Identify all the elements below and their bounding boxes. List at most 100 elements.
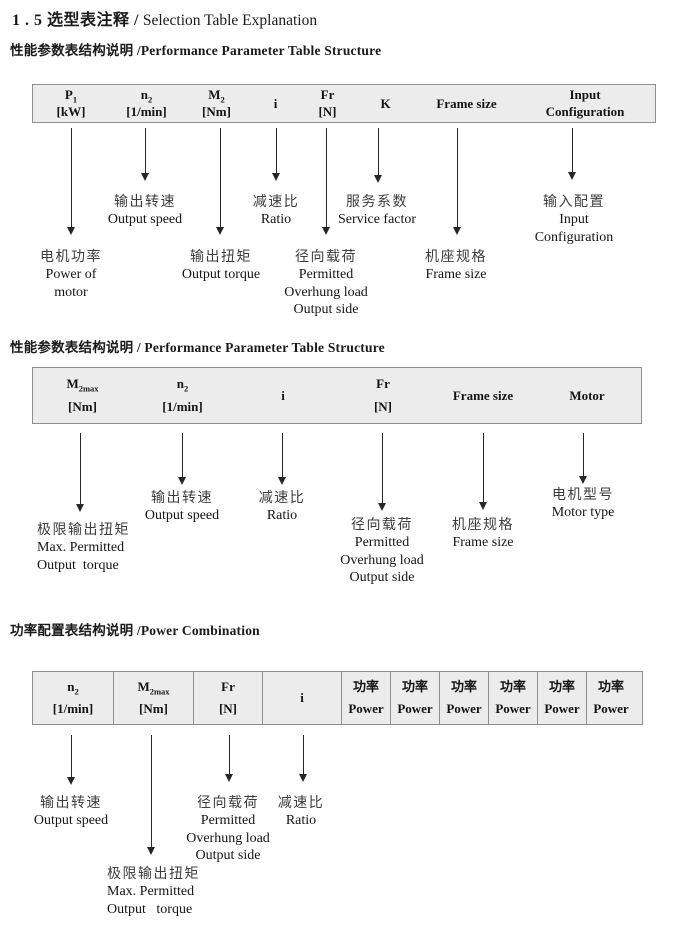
callout-en-line: Ratio bbox=[266, 508, 298, 523]
callout-zh: 减速比 bbox=[277, 796, 325, 811]
s3-callout-ratio: 减速比 Ratio bbox=[241, 795, 361, 830]
s3-callout-output-speed: 输出转速 Output speed bbox=[11, 795, 131, 830]
callout-en-line: Overhung load bbox=[284, 284, 368, 300]
callout-zh: 电机功率 bbox=[40, 250, 102, 265]
s3-col-power-3: 功率 Power bbox=[439, 672, 488, 724]
arrow-head-icon bbox=[67, 777, 75, 785]
s1-callout-service-factor: 服务系数 Service factor bbox=[317, 194, 437, 229]
s3-col-power-zh: 功率 bbox=[352, 679, 379, 694]
callout-zh: 径向载荷 bbox=[197, 796, 259, 811]
s1-callout-power-of-motor: 电机功率 Power of motor bbox=[11, 249, 131, 301]
s3-callout-overhung-load: 径向载荷 Permitted Overhung load Output side bbox=[168, 795, 288, 865]
callout-en-line: Frame size bbox=[425, 267, 487, 282]
s1-col-fr-symbol: Fr bbox=[320, 87, 335, 102]
s1-col-m2: M2 [Nm] bbox=[184, 85, 249, 122]
s3-col-i: i bbox=[262, 672, 341, 724]
s3-col-n2-symbol: n2 bbox=[67, 679, 79, 697]
s1-col-input-config-unit: Configuration bbox=[545, 104, 625, 119]
arrow-shaft bbox=[228, 735, 230, 776]
s2-col-motor: Motor bbox=[533, 368, 641, 423]
s1-col-i-symbol: i bbox=[273, 95, 278, 111]
s1-col-m2-unit: [Nm] bbox=[202, 104, 231, 119]
section2-heading: 性能参数表结构说明 / Performance Parameter Table … bbox=[10, 340, 385, 355]
s2-col-fr: Fr [N] bbox=[333, 368, 433, 423]
s3-col-power-en: Power bbox=[544, 701, 580, 716]
callout-en-line: Motor type bbox=[551, 505, 615, 520]
callout-en-line: Frame size bbox=[452, 535, 514, 550]
s2-col-m2max-unit: [Nm] bbox=[68, 399, 97, 414]
callout-zh: 输出转速 bbox=[114, 195, 176, 210]
callout-zh: 输出转速 bbox=[151, 491, 213, 506]
arrow-shaft bbox=[482, 433, 484, 504]
arrow-shaft bbox=[325, 128, 327, 229]
callout-en-line: Permitted bbox=[298, 267, 354, 282]
callout-en-line: Overhung load bbox=[186, 830, 270, 846]
s1-col-k-symbol: K bbox=[380, 95, 391, 111]
s3-col-power-en: Power bbox=[593, 701, 629, 716]
arrow-head-icon bbox=[178, 477, 186, 485]
s2-col-frame-size-symbol: Frame size bbox=[452, 387, 514, 403]
s1-col-n2-unit: [1/min] bbox=[126, 104, 167, 119]
s1-col-p1: P1 [kW] bbox=[33, 85, 109, 122]
page-title: 1 . 5 选型表注释 / Selection Table Explanatio… bbox=[12, 6, 317, 30]
arrow-shaft bbox=[150, 735, 152, 849]
s1-col-i: i bbox=[249, 85, 302, 122]
page-title-en: Selection Table Explanation bbox=[138, 12, 318, 29]
arrow-shaft bbox=[144, 128, 146, 175]
s1-callout-ratio: 减速比 Ratio bbox=[216, 194, 336, 229]
s1-callout-output-torque: 输出扭矩 Output torque bbox=[161, 249, 281, 284]
s3-col-power-zh: 功率 bbox=[548, 679, 575, 694]
callout-zh: 输出转速 bbox=[40, 796, 102, 811]
arrow-head-icon bbox=[378, 503, 386, 511]
s2-col-motor-symbol: Motor bbox=[569, 387, 605, 403]
callout-en-line: Output torque bbox=[107, 901, 193, 917]
callout-en-line: Service factor bbox=[337, 212, 417, 227]
s2-callout-output-speed: 输出转速 Output speed bbox=[122, 490, 242, 525]
arrow-head-icon bbox=[479, 502, 487, 510]
arrow-head-icon bbox=[568, 172, 576, 180]
s1-col-frame-size: Frame size bbox=[418, 85, 515, 122]
arrow-shaft bbox=[302, 735, 304, 776]
arrow-head-icon bbox=[374, 175, 382, 183]
s2-col-fr-symbol: Fr bbox=[376, 376, 390, 391]
arrow-shaft bbox=[275, 128, 277, 175]
s3-col-power-zh: 功率 bbox=[597, 679, 624, 694]
callout-en-line: Output speed bbox=[33, 813, 109, 828]
s3-col-power-en: Power bbox=[348, 701, 384, 716]
page-title-zh: 1 . 5 选型表注释 / bbox=[12, 12, 139, 29]
arrow-shaft bbox=[181, 433, 183, 479]
arrow-shaft bbox=[79, 433, 81, 506]
callout-zh: 极限输出扭矩 bbox=[37, 523, 130, 538]
callout-en-line: motor bbox=[54, 284, 88, 300]
s3-col-power-zh: 功率 bbox=[499, 679, 526, 694]
s2-col-n2-symbol: n2 bbox=[176, 376, 189, 394]
arrow-head-icon bbox=[216, 227, 224, 235]
s3-col-power-zh: 功率 bbox=[450, 679, 477, 694]
arrow-head-icon bbox=[147, 847, 155, 855]
arrow-shaft bbox=[571, 128, 573, 174]
callout-en-line: Input bbox=[559, 212, 589, 227]
callout-en-line: Output side bbox=[293, 302, 359, 317]
arrow-head-icon bbox=[67, 227, 75, 235]
callout-en-line: Output speed bbox=[107, 212, 183, 227]
callout-en-line: Output speed bbox=[144, 508, 220, 523]
arrow-shaft bbox=[70, 735, 72, 779]
callout-zh: 径向载荷 bbox=[351, 518, 413, 533]
callout-en-line: Output torque bbox=[181, 267, 261, 282]
arrow-shaft bbox=[219, 128, 221, 229]
s3-col-m2max-symbol: M2max bbox=[137, 679, 170, 697]
s2-col-n2: n2 [1/min] bbox=[132, 368, 233, 423]
s3-col-n2-unit: [1/min] bbox=[52, 701, 94, 716]
s1-col-n2-symbol: n2 bbox=[140, 87, 153, 105]
callout-en-line: Configuration bbox=[534, 229, 614, 245]
s2-col-m2max-symbol: M2max bbox=[66, 376, 99, 394]
s3-col-power-6: 功率 Power bbox=[586, 672, 635, 724]
s1-col-m2-symbol: M2 bbox=[208, 87, 225, 105]
s3-col-power-en: Power bbox=[397, 701, 433, 716]
s3-col-power-en: Power bbox=[446, 701, 482, 716]
s2-col-n2-unit: [1/min] bbox=[162, 399, 203, 414]
callout-en-line: Output torque bbox=[37, 557, 119, 573]
s2-callout-max-output-torque: 极限输出扭矩 Max. Permitted Output torque bbox=[37, 522, 130, 574]
s3-col-power-2: 功率 Power bbox=[390, 672, 439, 724]
callout-en-line: Permitted bbox=[200, 813, 256, 828]
